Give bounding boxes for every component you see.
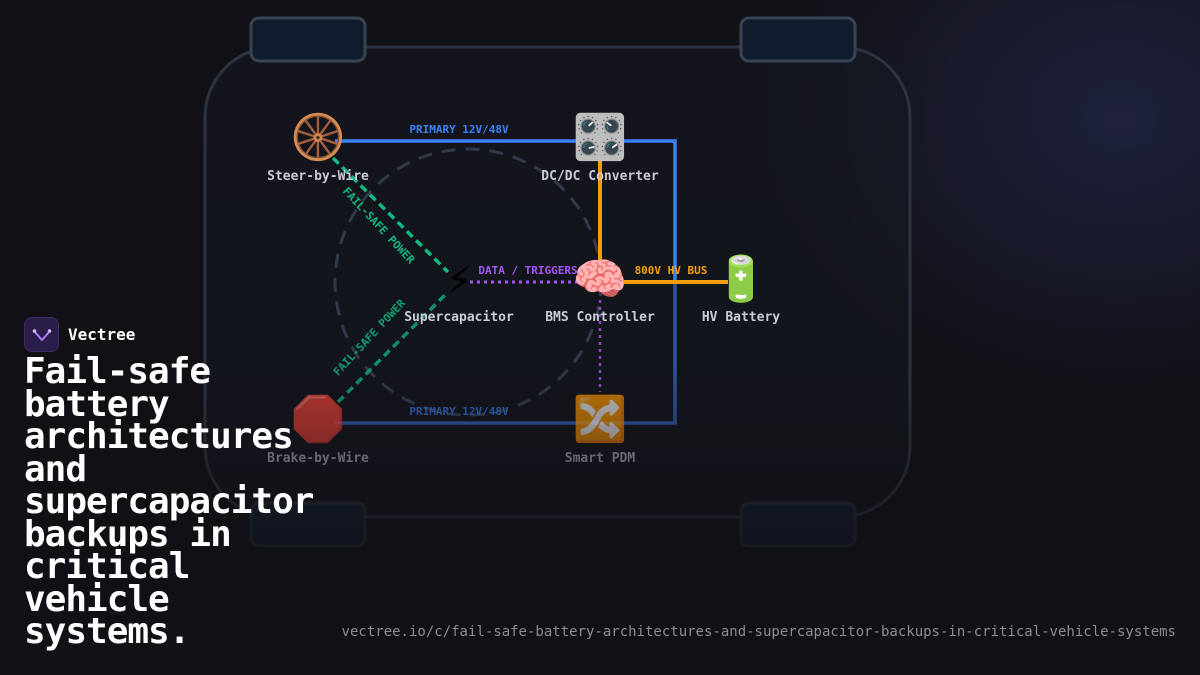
node-label: Steer-by-Wire	[267, 169, 369, 184]
node-label: Smart PDM	[565, 451, 636, 466]
wheel-rear-right	[739, 501, 857, 548]
node-dcdc-converter[interactable]: 🎛️ DC/DC Converter	[541, 112, 659, 184]
node-label: HV Battery	[702, 310, 780, 325]
edge-failsafe-top	[331, 156, 450, 274]
brand-name: Vectree	[68, 325, 136, 344]
dashed-ring	[333, 147, 603, 417]
lightning-icon: ⚡	[446, 254, 473, 305]
vectree-logo-icon	[24, 317, 59, 352]
node-smart-pdm[interactable]: 🔀 Smart PDM	[565, 394, 636, 466]
node-bms-controller[interactable]: 🧠 BMS Controller	[545, 254, 655, 325]
page-title: Fail-safe battery architectures and supe…	[24, 351, 314, 652]
node-hv-battery[interactable]: 🔋 HV Battery	[702, 254, 780, 325]
edge-label-primary-bottom: PRIMARY 12V/48V	[409, 405, 509, 418]
node-label: BMS Controller	[545, 310, 655, 325]
node-steer-by-wire[interactable]: 🛞 Steer-by-Wire	[267, 112, 369, 184]
wheel-front-right	[739, 16, 857, 63]
edge-label-primary-top: PRIMARY 12V/48V	[409, 123, 509, 136]
steering-wheel-icon: 🛞	[291, 112, 346, 163]
brain-icon: 🧠	[573, 254, 628, 305]
node-label: Supercapacitor	[404, 310, 514, 325]
node-supercapacitor[interactable]: ⚡ Supercapacitor	[404, 254, 514, 325]
control-knobs-icon: 🎛️	[573, 112, 628, 163]
article-url[interactable]: vectree.io/c/fail-safe-battery-architect…	[341, 624, 1176, 640]
shuffle-icon: 🔀	[573, 394, 628, 445]
brand[interactable]: Vectree	[24, 317, 135, 352]
node-label: DC/DC Converter	[541, 169, 659, 184]
edge-primary-top	[335, 139, 677, 282]
edge-label-data: DATA / TRIGGERS	[478, 264, 577, 277]
edge-label-hv-bus: 800V HV BUS	[635, 264, 708, 277]
battery-icon: 🔋	[714, 254, 769, 305]
wheel-front-left	[249, 16, 367, 63]
